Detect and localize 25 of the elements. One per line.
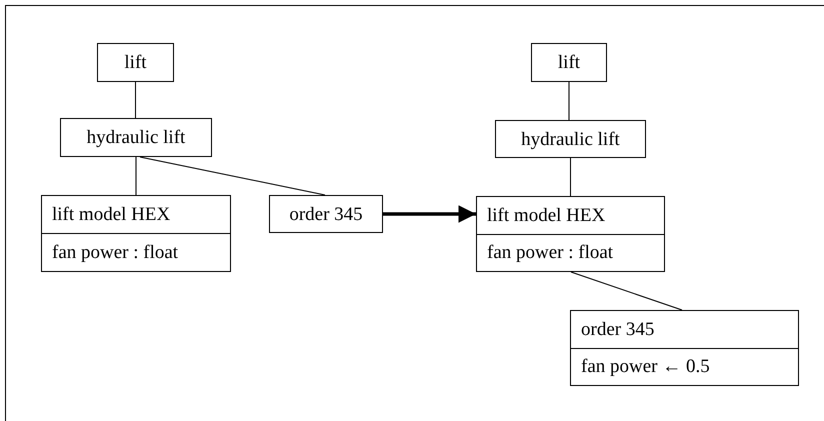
- class-box: [570, 310, 799, 386]
- class-box: [531, 43, 607, 82]
- connector-line: [135, 82, 136, 118]
- connector-line: [570, 272, 682, 310]
- class-box: [269, 195, 383, 233]
- class-name: lift: [556, 51, 582, 75]
- class-name: lift model HEX: [51, 203, 172, 227]
- connector-line: [140, 156, 326, 196]
- class-box: [97, 43, 174, 82]
- class-name: order 345: [580, 318, 656, 342]
- class-name: lift: [123, 51, 148, 75]
- connector-line: [570, 158, 571, 196]
- arrow: [383, 205, 476, 223]
- class-name: order 345: [288, 202, 364, 226]
- class-name: hydraulic lift: [520, 128, 621, 152]
- class-box: [41, 195, 231, 272]
- class-name: hydraulic lift: [86, 126, 186, 150]
- connector-line: [568, 82, 570, 120]
- attribute-text: fan power : float: [42, 233, 230, 271]
- class-box: [476, 196, 665, 272]
- class-box: [495, 120, 646, 158]
- attribute-text: fan power ← 0.5: [571, 348, 798, 385]
- class-box: [60, 118, 212, 157]
- class-name: lift model HEX: [486, 204, 606, 228]
- attribute-text: fan power : float: [477, 234, 664, 271]
